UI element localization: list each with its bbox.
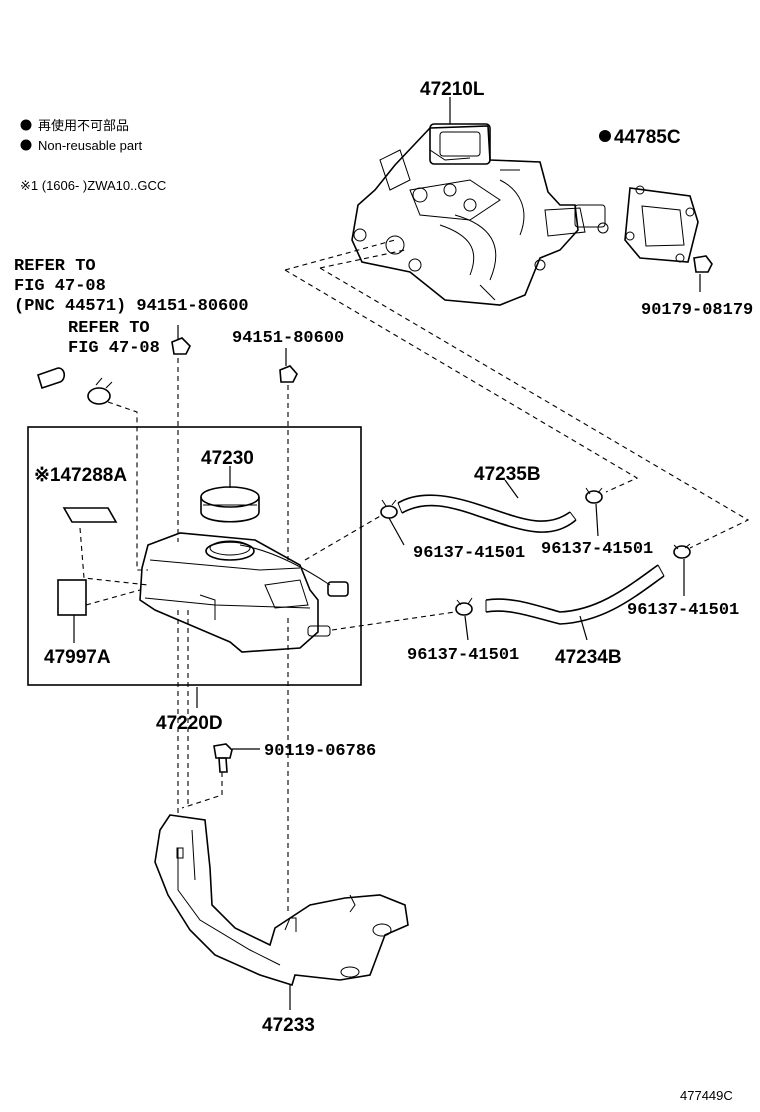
refer2-line2: FIG 47-08: [68, 339, 160, 358]
refer2-line1: REFER TO: [68, 319, 150, 338]
legend: 再使用不可部品 Non-reusable part ※1 (1606- )ZWA…: [20, 118, 166, 193]
brake-actuator-assembly: [351, 123, 609, 306]
clip-icon: [585, 487, 603, 504]
label-47235b: 47235B: [474, 464, 541, 485]
gasket-44785c: [624, 185, 699, 263]
bolt-90119: [213, 743, 233, 773]
label-47234b: 47234B: [555, 647, 622, 668]
label-94151: 94151-80600: [232, 329, 344, 348]
reservoir-group-box: [27, 426, 362, 686]
bracket-47233: [154, 814, 409, 987]
clip-icon: [455, 597, 473, 616]
legend-jp-text: 再使用不可部品: [38, 118, 129, 133]
legend-en-text: Non-reusable part: [38, 138, 142, 153]
reservoir-tank: [139, 532, 349, 653]
hose-47235b: [397, 494, 577, 533]
refer-block-1: REFER TO FIG 47-08 (PNC 44571) 94151-806…: [14, 257, 249, 316]
refer1-line1: REFER TO: [14, 257, 96, 276]
reservoir-cap: [200, 486, 260, 523]
leader-lines: [73, 97, 701, 1010]
hose-47234b: [485, 564, 665, 625]
label-96137-b: 96137-41501: [541, 540, 653, 559]
label-47210l: 47210L: [420, 79, 485, 100]
label-47997a: 47997A: [44, 647, 111, 668]
refer1-line3: (PNC 44571) 94151-80600: [14, 297, 249, 316]
label-90119: 90119-06786: [264, 742, 376, 761]
label-47230: 47230: [201, 448, 254, 469]
label-47233: 47233: [262, 1015, 315, 1036]
label-96137-d: 96137-41501: [407, 646, 519, 665]
grommet-94151-left: [171, 337, 191, 355]
figure-id: 477449C: [680, 1088, 733, 1103]
refer-block-2: REFER TO FIG 47-08: [68, 319, 160, 358]
label-96137-c: 96137-41501: [627, 601, 739, 620]
nut-90179: [693, 255, 713, 273]
non-reusable-bullet-icon: [20, 119, 32, 131]
label-44785c: 44785C: [614, 127, 681, 148]
label-96137-a: 96137-41501: [413, 544, 525, 563]
label-90179: 90179-08179: [641, 301, 753, 320]
label-47220d: 47220D: [156, 713, 223, 734]
clip-icon: [673, 543, 691, 559]
part-labels: 47210L 44785C 90179-08179 94151-80600 47…: [34, 79, 753, 1036]
clamp-icon: [87, 377, 113, 405]
label-47997a: [57, 579, 87, 616]
non-reusable-bullet-icon: [599, 130, 611, 142]
label-47288a: ※147288A: [34, 465, 127, 486]
label-47288a: [62, 507, 118, 523]
legend-note-text: ※1 (1606- )ZWA10..GCC: [20, 178, 166, 193]
clip-icon: [380, 499, 398, 519]
pipe-stub: [37, 367, 66, 390]
refer1-line2: FIG 47-08: [14, 277, 106, 296]
connection-lines: [79, 239, 750, 915]
grommet-94151-right: [279, 365, 298, 383]
non-reusable-bullet-icon: [20, 139, 32, 151]
